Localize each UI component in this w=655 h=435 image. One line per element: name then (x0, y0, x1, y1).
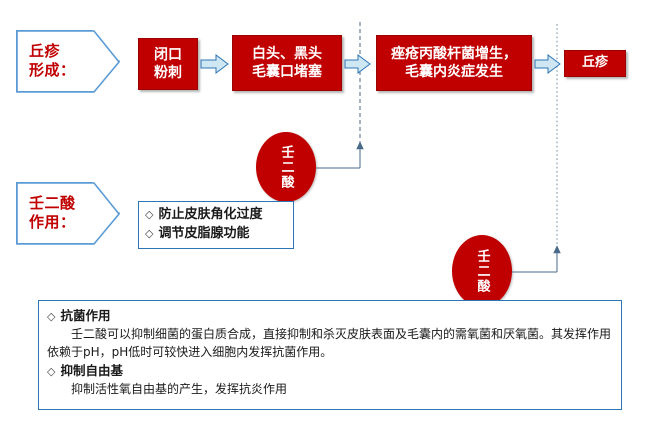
block-arrow-right-icon-2 (344, 54, 371, 74)
label-papule-formation-text: 丘疹 形成： (29, 42, 76, 79)
step-whitehead-blackhead-box[interactable]: 白头、黑头 毛囊口堵塞 (232, 35, 342, 91)
detail-section-heading-label: 抗菌作用 (60, 308, 111, 323)
list-item-label: 调节皮脂腺功能 (158, 225, 250, 241)
step-whitehead-blackhead-label: 白头、黑头 毛囊口堵塞 (252, 45, 322, 80)
block-arrow-right-icon-3 (534, 54, 561, 74)
diamond-bullet-icon: ◇ (145, 208, 154, 221)
block-arrow-right-icon-1 (200, 54, 229, 74)
step-p-acnes-inflammation-label: 痤疮丙酸杆菌增生， 毛囊内炎症发生 (391, 45, 517, 80)
azelaic-acid-effects-box: ◇ 防止皮肤角化过度 ◇ 调节皮脂腺功能 (138, 201, 294, 249)
ellipse-azelaic-acid-1[interactable]: 壬二酸 (256, 132, 316, 202)
label-azelaic-acid-effect-text: 壬二酸 作用： (29, 194, 76, 231)
list-item: ◇ 调节皮脂腺功能 (145, 225, 285, 244)
arrowhead-up-left-icon (356, 141, 364, 150)
ellipse-azelaic-acid-2-label: 壬二酸 (474, 248, 490, 294)
ellipse-azelaic-acid-2[interactable]: 壬二酸 (452, 235, 512, 307)
detail-section-heading: ◇ 抑制自由基 (47, 362, 611, 380)
diamond-bullet-icon: ◇ (47, 310, 56, 323)
detail-section-body: 壬二酸可以抑制细菌的蛋白质合成，直接抑制和杀灭皮肤表面及毛囊内的需氧菌和厌氧菌。… (47, 327, 612, 360)
step-p-acnes-inflammation-box[interactable]: 痤疮丙酸杆菌增生， 毛囊内炎症发生 (376, 35, 532, 91)
list-item-label: 防止皮肤角化过度 (158, 207, 263, 222)
detail-section-heading: ◇ 抗菌作用 (47, 307, 611, 325)
step-papule-box[interactable]: 丘疹 (564, 50, 626, 77)
azelaic-acid-detail-box: ◇ 抗菌作用 壬二酸可以抑制细菌的蛋白质合成，直接抑制和杀灭皮肤表面及毛囊内的需氧… (38, 300, 622, 410)
diamond-bullet-icon: ◇ (145, 226, 154, 240)
step-closed-comedo-label: 闭口 粉刺 (154, 46, 182, 81)
step-closed-comedo-box[interactable]: 闭口 粉刺 (138, 38, 198, 90)
diamond-bullet-icon: ◇ (47, 365, 56, 379)
step-papule-label: 丘疹 (581, 55, 608, 71)
list-item: ◇ 防止皮肤角化过度 (145, 206, 285, 225)
detail-section-heading-label: 抑制自由基 (60, 363, 123, 379)
arrowhead-up-right-icon (553, 245, 561, 254)
ellipse-azelaic-acid-1-label: 壬二酸 (278, 144, 294, 190)
detail-section-body: 抑制活性氧自由基的产生，发挥抗炎作用 (71, 382, 288, 397)
